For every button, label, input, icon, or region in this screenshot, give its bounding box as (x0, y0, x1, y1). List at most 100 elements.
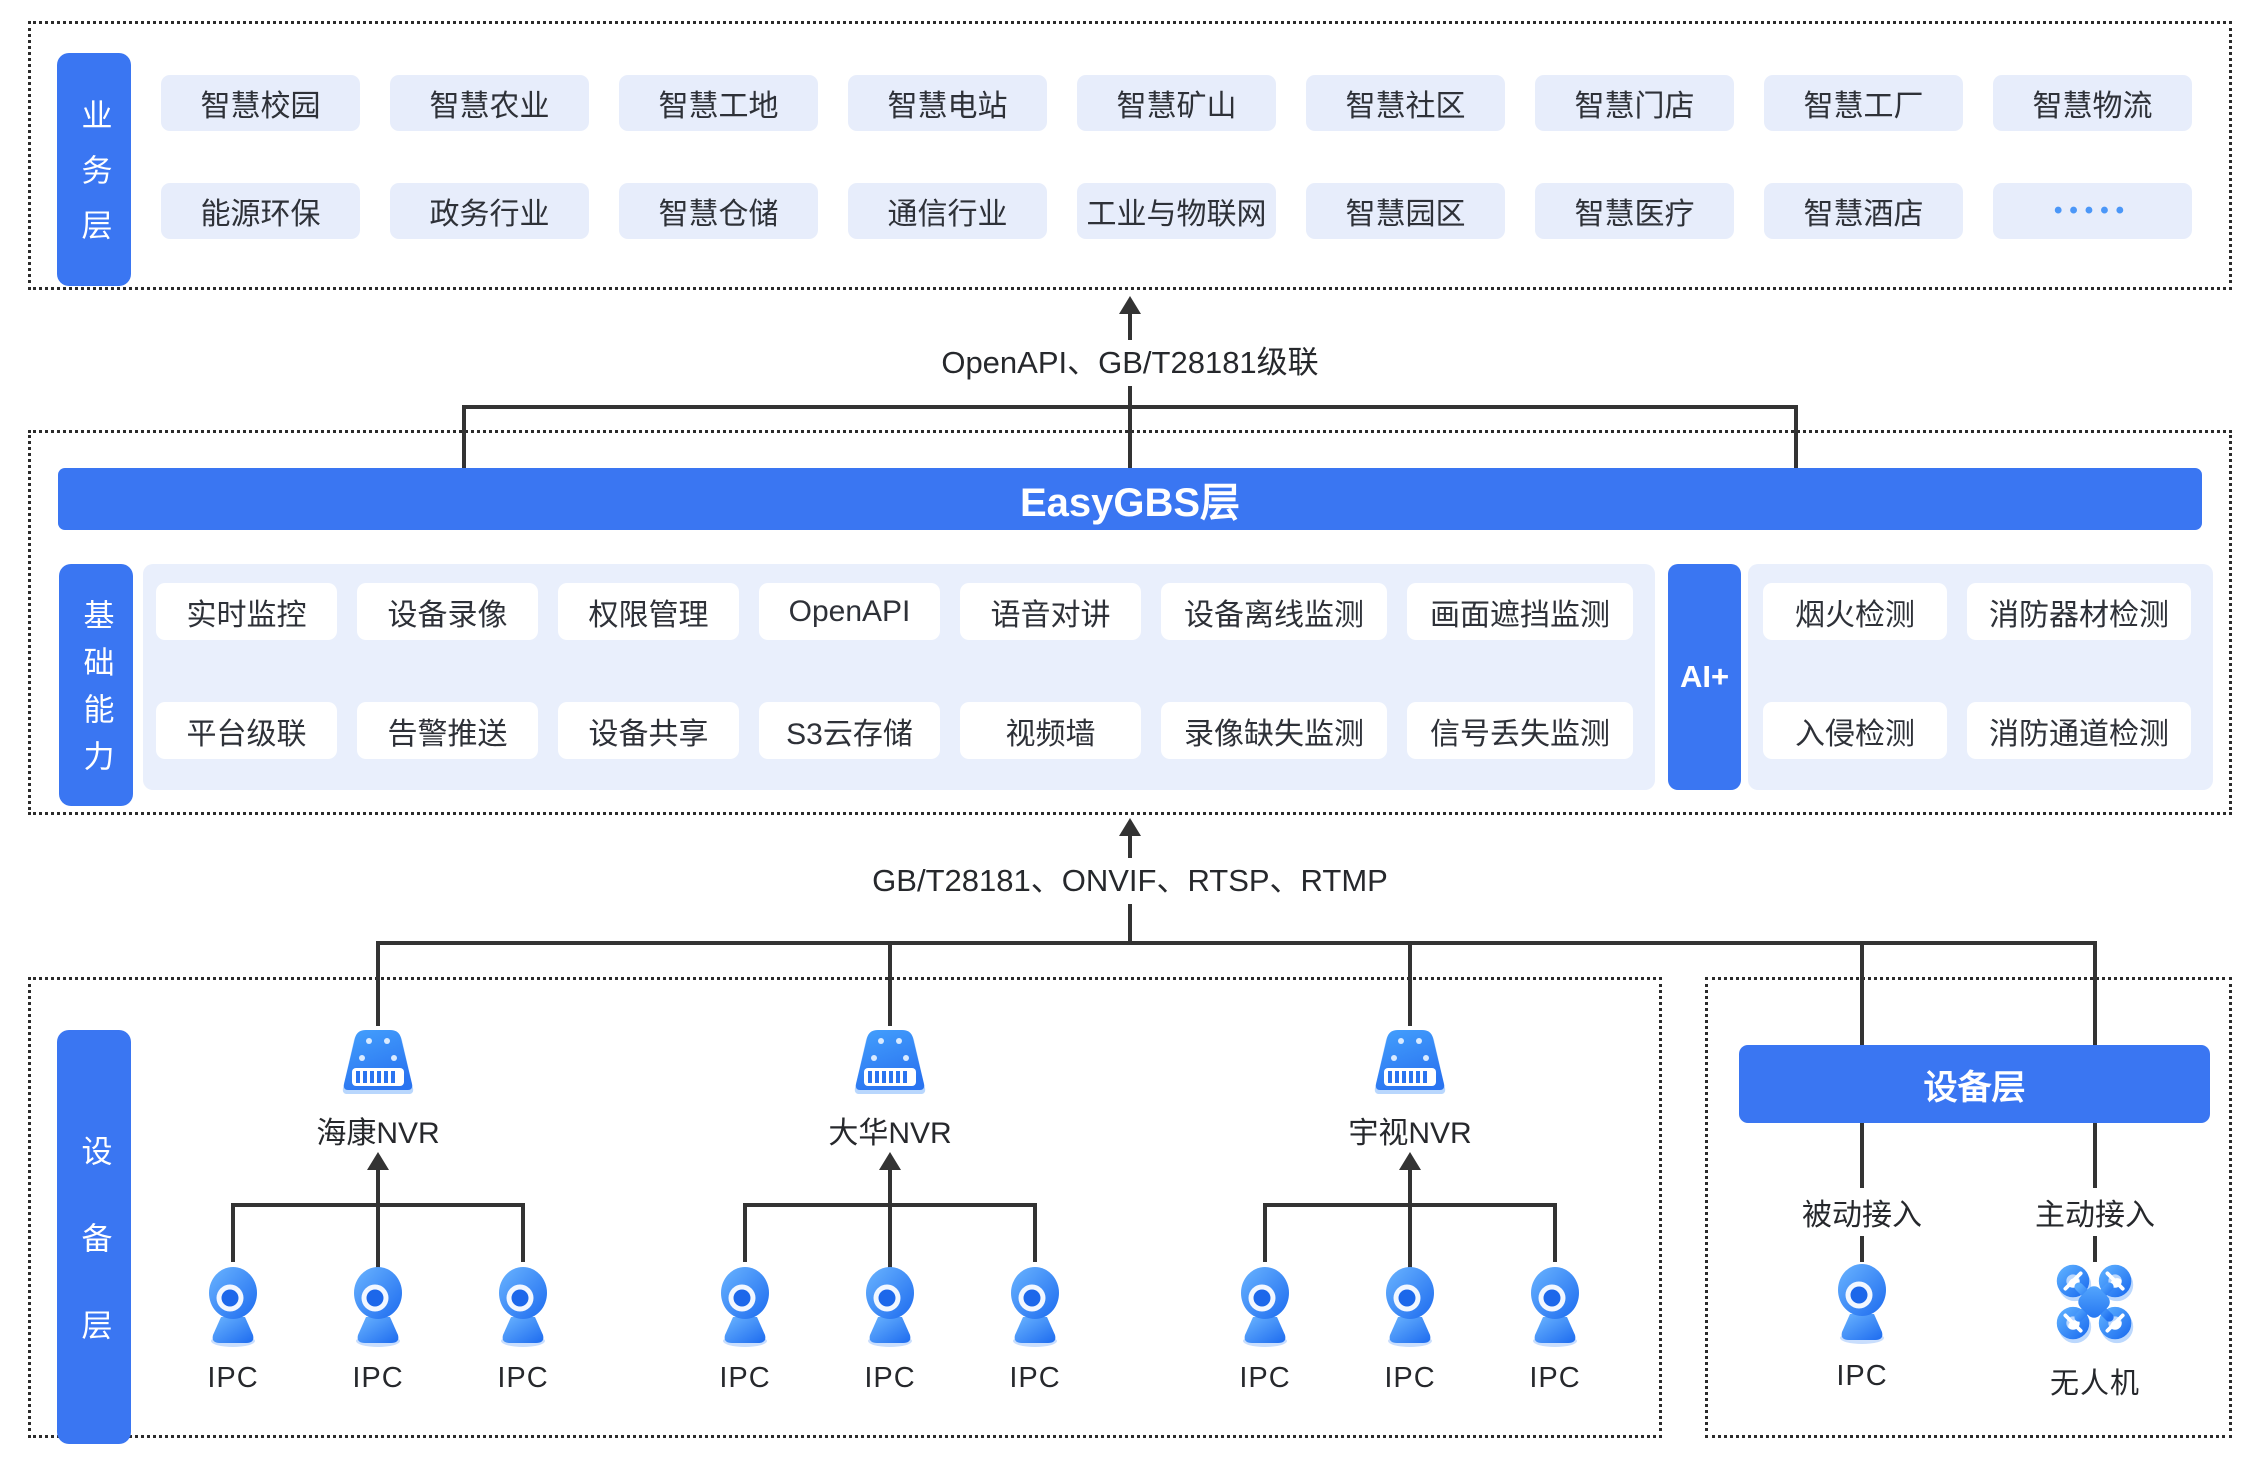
ipc-label: IPC (1384, 1362, 1436, 1394)
business-chip: 工业与物联网 (1077, 183, 1276, 239)
ipc-camera-icon (721, 1267, 769, 1347)
ai-plus-label: AI+ (1668, 564, 1741, 790)
ipc-camera-icon (1241, 1267, 1289, 1347)
ipc-icon-slot (1830, 1262, 1894, 1344)
ai-row-1: 烟火检测 消防器材检测 (1763, 583, 2191, 640)
access-banner: 设备层 (1739, 1045, 2210, 1123)
ai-chip: 烟火检测 (1763, 583, 1947, 640)
capability-chip: 信号丢失监测 (1407, 702, 1633, 759)
capability-chip: 权限管理 (558, 583, 739, 640)
business-chip: 智慧酒店 (1764, 183, 1963, 239)
business-layer-box (28, 21, 2232, 290)
ipc-label: IPC (719, 1362, 771, 1394)
bottom-arrow-head (1119, 818, 1141, 836)
business-chip: 智慧农业 (390, 75, 589, 131)
drop-nvr-3 (1408, 941, 1412, 1026)
ipc-camera-icon (1011, 1267, 1059, 1347)
business-chip-row-1: 智慧校园 智慧农业 智慧工地 智慧电站 智慧矿山 智慧社区 智慧门店 智慧工厂 … (161, 75, 2192, 131)
group-arrow-line (376, 1168, 380, 1206)
capability-chip: 画面遮挡监测 (1407, 583, 1633, 640)
business-chip: 智慧校园 (161, 75, 360, 131)
top-arrow-head (1119, 296, 1141, 314)
ipc-camera-icon (354, 1267, 402, 1347)
capability-chip: 视频墙 (960, 702, 1141, 759)
ipc-label: IPC (1009, 1362, 1061, 1394)
nvr-icon-slot (340, 1028, 416, 1098)
business-chip: 智慧门店 (1535, 75, 1734, 131)
ai-row-2: 入侵检测 消防通道检测 (1763, 702, 2191, 759)
passive-access-label: 被动接入 (1790, 1188, 1934, 1236)
business-chip: 智慧园区 (1306, 183, 1505, 239)
capability-label: 基础能力 (59, 564, 133, 806)
drone-icon-slot (2052, 1260, 2138, 1346)
business-chip: 智慧工地 (619, 75, 818, 131)
group-arrow-head (367, 1152, 389, 1170)
group-center-drop (888, 1203, 892, 1286)
nvr-name: 宇视NVR (1348, 1117, 1472, 1150)
business-chip: 政务行业 (390, 183, 589, 239)
business-chip: 智慧仓储 (619, 183, 818, 239)
group-arrow-head (879, 1152, 901, 1170)
capability-chip: 语音对讲 (960, 583, 1141, 640)
ipc-label: IPC (864, 1362, 916, 1394)
capability-chip: S3云存储 (759, 702, 940, 759)
ipc-label: IPC (352, 1362, 404, 1394)
drop-nvr-2 (888, 941, 892, 1026)
ai-chip: 入侵检测 (1763, 702, 1947, 759)
business-chip: 通信行业 (848, 183, 1047, 239)
ipc-icon-slot (1233, 1265, 1297, 1347)
ipc-icon-slot (1523, 1265, 1587, 1347)
bottom-connector-label: GB/T28181、ONVIF、RTSP、RTMP (854, 858, 1406, 904)
business-chip: 智慧医疗 (1535, 183, 1734, 239)
top-bracket-drop-center (1128, 405, 1132, 468)
ipc-icon-slot (1378, 1265, 1442, 1347)
active-access-label: 主动接入 (2023, 1188, 2167, 1236)
business-layer-label: 业务层 (57, 53, 131, 286)
top-connector-label: OpenAPI、GB/T28181级联 (923, 340, 1337, 386)
ipc-icon-slot (346, 1265, 410, 1347)
easygbs-banner: EasyGBS层 (58, 468, 2202, 530)
capability-row-2: 平台级联 告警推送 设备共享 S3云存储 视频墙 录像缺失监测 信号丢失监测 (156, 702, 1633, 759)
ipc-label: IPC (1836, 1360, 1888, 1392)
drop-nvr-1 (376, 941, 380, 1026)
ipc-camera-icon (1838, 1264, 1886, 1344)
drone-icon (2056, 1264, 2134, 1344)
device-layer-label: 设备层 (57, 1030, 131, 1444)
ipc-icon-slot (713, 1265, 777, 1347)
ipc-camera-icon (1386, 1267, 1434, 1347)
nvr-group: 大华NVR (700, 1028, 1080, 1400)
business-chip-row-2: 能源环保 政务行业 智慧仓储 通信行业 工业与物联网 智慧园区 智慧医疗 智慧酒… (161, 183, 2192, 239)
ai-chip: 消防器材检测 (1967, 583, 2191, 640)
ipc-camera-icon (499, 1267, 547, 1347)
business-chip: 能源环保 (161, 183, 360, 239)
ipc-label: IPC (1239, 1362, 1291, 1394)
top-bracket-drop-left (462, 405, 466, 468)
capability-chip: 设备离线监测 (1161, 583, 1387, 640)
ipc-icon-slot (201, 1265, 265, 1347)
business-chip: 智慧电站 (848, 75, 1047, 131)
drone-label: 无人机 (2049, 1368, 2140, 1400)
nvr-icon-slot (1372, 1028, 1448, 1098)
capability-chip: OpenAPI (759, 583, 940, 640)
nvr-name: 海康NVR (316, 1117, 440, 1150)
nvr-icon (1374, 1030, 1446, 1094)
group-center-drop (1408, 1203, 1412, 1286)
capability-chip: 设备录像 (357, 583, 538, 640)
group-arrow-line (888, 1168, 892, 1206)
nvr-name: 大华NVR (828, 1117, 952, 1150)
ipc-camera-icon (1531, 1267, 1579, 1347)
capability-chip: 平台级联 (156, 702, 337, 759)
capability-row-1: 实时监控 设备录像 权限管理 OpenAPI 语音对讲 设备离线监测 画面遮挡监… (156, 583, 1633, 640)
top-bracket-drop-right (1794, 405, 1798, 468)
capability-chip: 实时监控 (156, 583, 337, 640)
ipc-camera-icon (209, 1267, 257, 1347)
business-chip: 智慧社区 (1306, 75, 1505, 131)
ai-chip: 消防通道检测 (1967, 702, 2191, 759)
business-chip: 智慧矿山 (1077, 75, 1276, 131)
bottom-bracket-line (376, 941, 2097, 945)
nvr-group: 海康NVR (188, 1028, 568, 1400)
ipc-icon-slot (858, 1265, 922, 1347)
business-chip: 智慧物流 (1993, 75, 2192, 131)
business-chip-more: ••••• (1993, 183, 2192, 239)
